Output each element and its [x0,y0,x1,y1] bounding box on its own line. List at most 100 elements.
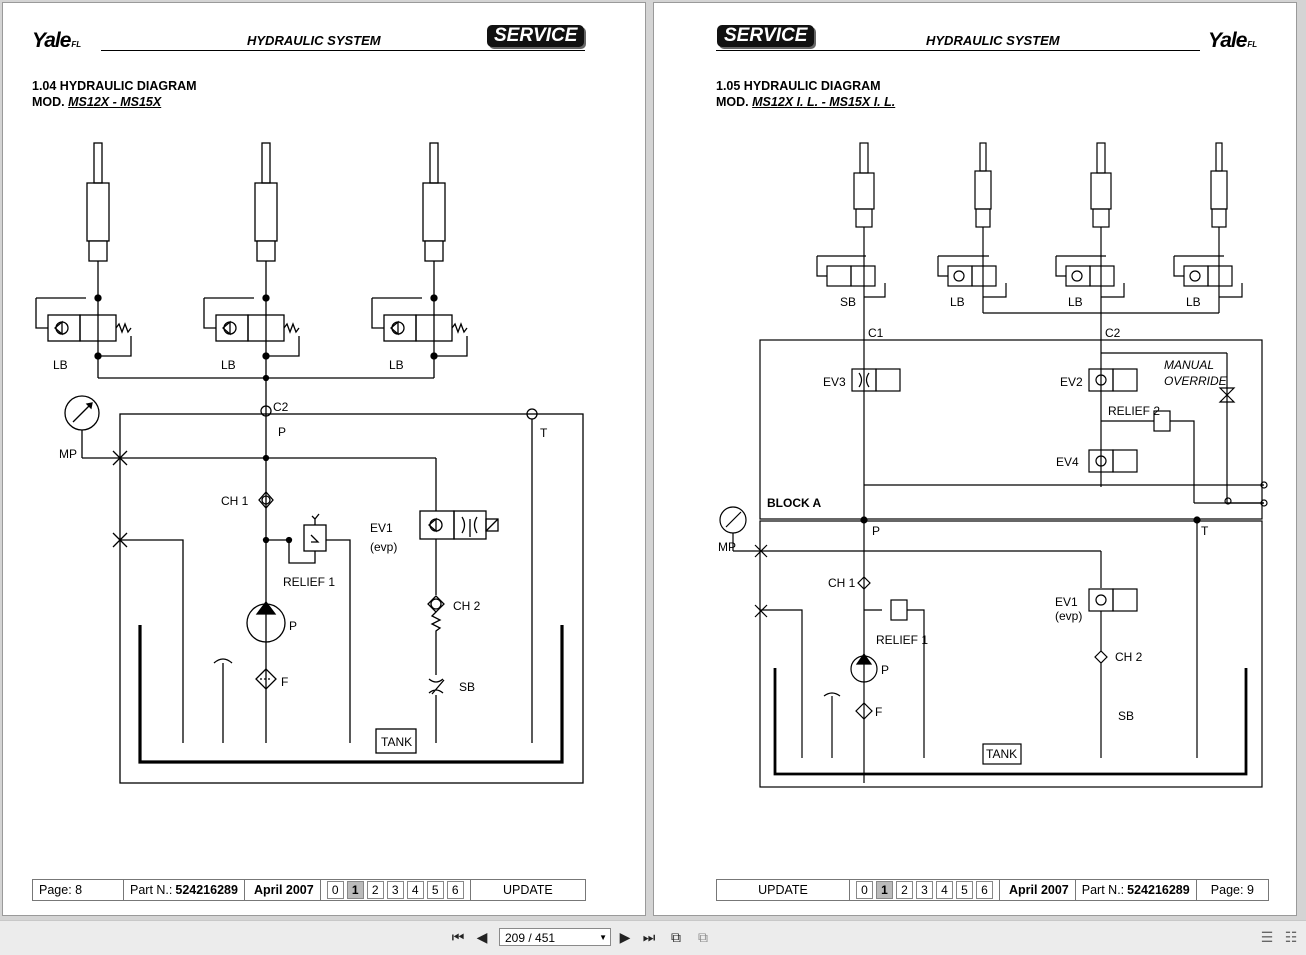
relief1-label: RELIEF 1 [876,633,928,647]
update-0: 0 [856,881,873,899]
ev4-valve [1088,449,1138,473]
two-page-view-icon[interactable]: ☷ [1284,928,1298,945]
tank-label: TANK [986,747,1017,761]
lb-valve-3 [371,294,468,360]
header-rule [101,50,585,51]
c1-label: C1 [868,326,884,340]
suction-line [213,658,233,743]
sb-restrictor [428,678,445,743]
footer-date: April 2007 [245,880,321,900]
header-title: HYDRAULIC SYSTEM [926,33,1060,48]
next-page-icon[interactable]: ▶ [619,928,631,945]
c2-port [260,405,272,417]
evp-label: (evp) [1055,609,1082,623]
lb-label-2: LB [1068,295,1083,309]
service-badge: SERVICE [487,25,585,47]
viewer-toolbar: ⏮ ◀ 209 / 451▼ ▶ ⏭ ⧉ ⧉ ☰ ☷ [0,920,1306,955]
service-badge: SERVICE [717,25,815,47]
hydraulic-diagram-left: LB LB LB C2 P T MP CH 1 RELIEF 1 EV1 (ev… [35,142,584,784]
yale-logo: YaleFL [32,29,82,52]
copy-icon[interactable]: ⧉ [698,928,708,945]
footer-page: Page: 8 [33,880,124,900]
ch2-check-valve [427,595,445,675]
footer-part: Part N.:524216289 [1076,880,1197,900]
update-4: 4 [936,881,953,899]
single-page-view-icon[interactable]: ☰ [1260,928,1274,945]
right-document-page: SERVICE HYDRAULIC SYSTEM YaleFL 1.05 HYD… [653,2,1297,916]
ch1-label: CH 1 [221,494,249,508]
update-5: 5 [956,881,973,899]
filter-label: F [875,705,882,719]
prev-page-icon[interactable]: ◀ [476,928,488,945]
footer-date: April 2007 [1000,880,1076,900]
footer-update-numbers: 0 1 2 3 4 5 6 [321,880,471,900]
ev1-valve [419,510,499,595]
ev3-valve [851,368,901,392]
yale-logo: YaleFL [1208,29,1258,52]
cylinder-1 [86,142,110,378]
cylinder-1 [853,142,875,783]
page-footer: UPDATE 0 1 2 3 4 5 6 April 2007 Part N.:… [716,879,1269,901]
update-6: 6 [976,881,993,899]
lb-valve-2 [1055,255,1125,298]
relief-2-valve [1101,410,1195,503]
tank-outline [138,625,564,764]
tank-label-box [375,728,417,754]
override-label: OVERRIDE [1164,374,1228,388]
p-label: P [872,524,880,538]
tank-label-box [982,743,1022,765]
system-frame [119,413,584,784]
ev2-valve [1088,368,1138,392]
page-footer: Page: 8 Part N.:524216289 April 2007 0 1… [32,879,586,901]
hydraulic-diagram-right: SB LB LB LB C1 C2 EV3 EV2 MANUAL OVERRID… [718,142,1268,788]
mp-label: MP [718,540,736,554]
block-a [759,339,1263,520]
section-title: 1.04 HYDRAULIC DIAGRAM [32,79,197,93]
model-line: MOD. MS12X - MS15X [32,95,162,109]
rotate-icon[interactable]: ⧉ [671,928,681,945]
footer-update-label: UPDATE [717,880,850,900]
chevron-down-icon: ▼ [599,933,607,942]
header-rule [716,50,1200,51]
c2-label: C2 [273,400,289,414]
t-label: T [1201,524,1209,538]
lb-label-3: LB [1186,295,1201,309]
last-page-icon[interactable]: ⏭ [642,928,656,945]
tank-outline [773,668,1248,776]
footer-update-numbers: 0 1 2 3 4 5 6 [850,880,1000,900]
c2-label: C2 [1105,326,1121,340]
relief1-label: RELIEF 1 [283,575,335,589]
page-number-select[interactable]: 209 / 451▼ [499,928,611,946]
footer-page: Page: 9 [1210,883,1254,897]
manual-label: MANUAL [1164,358,1214,372]
cylinder-2 [254,142,278,743]
ch2-label: CH 2 [1115,650,1143,664]
tank-label: TANK [381,735,412,749]
filter-label: F [281,675,288,689]
mp-gauge [719,506,1102,758]
footer-part: Part N.:524216289 [124,880,245,900]
relief-1-valve [864,599,925,758]
update-3: 3 [916,881,933,899]
ev1-valve [1088,588,1138,651]
cylinder-4 [1210,142,1228,313]
relief-1-valve [266,513,351,743]
lb-valve-1 [937,255,1007,298]
update-1: 1 [876,881,893,899]
lb-label-2: LB [221,358,236,372]
ch1-check-valve [857,576,871,590]
update-0: 0 [326,881,344,899]
lb-label-1: LB [53,358,68,372]
first-page-icon[interactable]: ⏮ [451,928,465,945]
lb-label-3: LB [389,358,404,372]
ch1-label: CH 1 [828,576,856,590]
ev1-label: EV1 [1055,595,1078,609]
update-2: 2 [896,881,913,899]
cylinder-2 [974,142,992,313]
lb-valve-2 [203,294,300,360]
pump [850,652,878,683]
ch2-check-valve [1094,650,1108,758]
manual-override-valve [1218,387,1236,403]
update-2: 2 [366,881,384,899]
cylinder-3 [422,142,446,378]
